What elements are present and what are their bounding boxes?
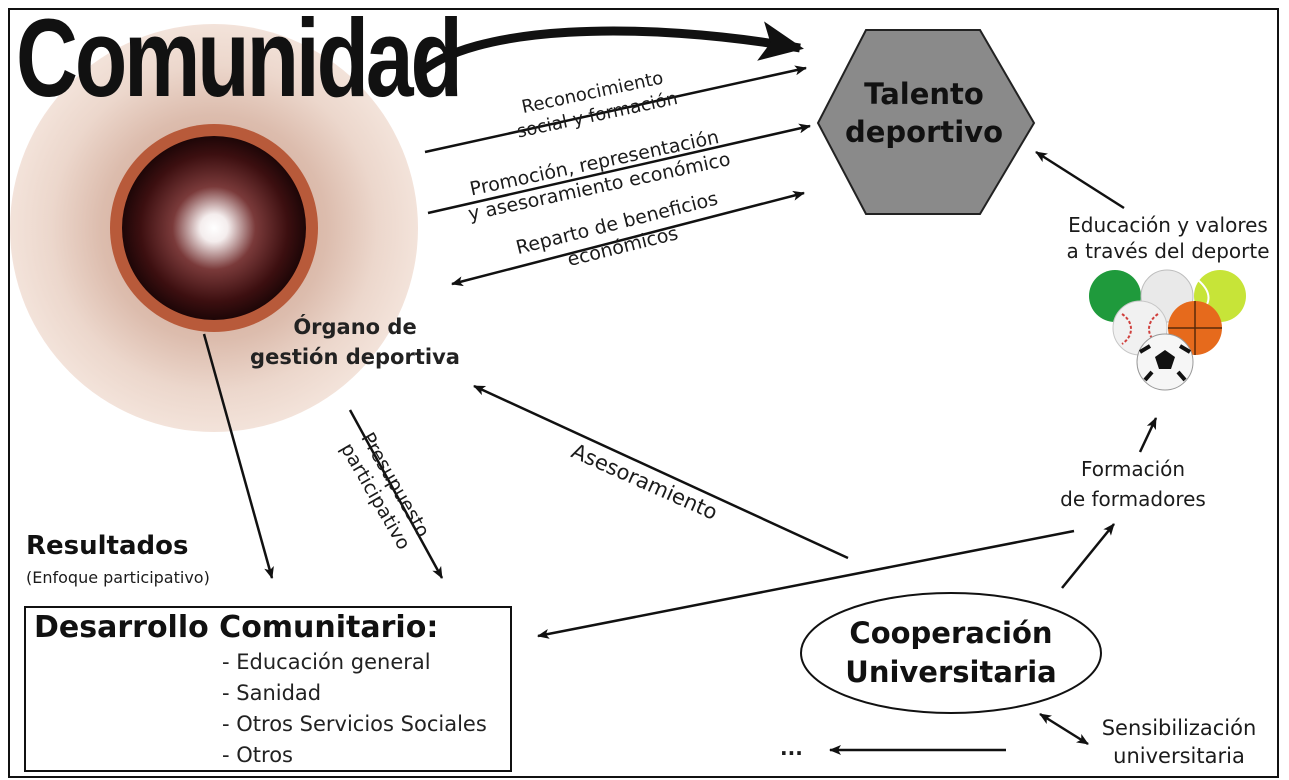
cooperacion-to-formacion-arrow [1061, 523, 1115, 589]
frame-border [8, 8, 1279, 778]
talent-line-1: Talento [864, 77, 984, 111]
community-title: Comunidad [16, 0, 463, 120]
presupuesto-arrow [348, 409, 444, 579]
sensibilizacion-line-2: universitaria [1113, 744, 1245, 769]
organ-core [122, 136, 306, 320]
educacion-arrow [1035, 150, 1125, 210]
talent-hexagon [816, 29, 1036, 215]
educacion-label: Educación y valores a través del deporte [1050, 212, 1286, 264]
formacion-label: Formación de formadores [1040, 454, 1226, 514]
educacion-line-2: a través del deporte [1066, 239, 1270, 263]
desarrollo-item: - Sanidad [222, 681, 322, 705]
asesoramiento-arrow [473, 384, 849, 560]
sensibilizacion-line-1: Sensibilización [1101, 716, 1257, 740]
sensibilizacion-arrow [1039, 712, 1089, 746]
reconocimiento-arrow [424, 65, 807, 154]
formacion-to-balls-arrow [1138, 417, 1158, 453]
cooperacion-label: Cooperación Universitaria [821, 614, 1081, 692]
community-to-talent-arrow [414, 21, 804, 79]
desarrollo-box: Desarrollo Comunitario: - Educación gene… [24, 606, 512, 772]
resultados-subtitle: (Enfoque participativo) [26, 568, 210, 587]
desarrollo-item: - Otros Servicios Sociales [222, 712, 487, 736]
sensibilizacion-label: Sensibilización universitaria [1084, 714, 1274, 771]
organ-line-2: gestión deportiva [250, 345, 460, 370]
formacion-line-1: Formación [1080, 457, 1186, 481]
talent-node-label: Talento deportivo [836, 76, 1012, 151]
desarrollo-item: - Educación general [222, 650, 431, 674]
resultados-title: Resultados [26, 531, 189, 561]
cooperacion-ellipse [800, 592, 1102, 714]
ellipsis-label: ... [780, 736, 803, 760]
educacion-line-1: Educación y valores [1068, 213, 1268, 237]
formacion-line-2: de formadores [1060, 487, 1206, 511]
desarrollo-item: - Otros [222, 743, 293, 767]
cooperacion-line-1: Cooperación [849, 616, 1053, 650]
desarrollo-title: Desarrollo Comunitario: [34, 610, 439, 645]
formacion-to-desarrollo-arrow [537, 529, 1075, 639]
reparto-arrow [451, 190, 805, 287]
cooperacion-line-2: Universitaria [845, 655, 1057, 690]
organ-line-1: Órgano de [293, 315, 417, 339]
organ-to-resultados-arrow [202, 333, 274, 579]
organ-label: Órgano de gestión deportiva [250, 312, 460, 373]
sports-balls-icon [1089, 269, 1246, 391]
talent-line-2: deportivo [844, 114, 1004, 149]
